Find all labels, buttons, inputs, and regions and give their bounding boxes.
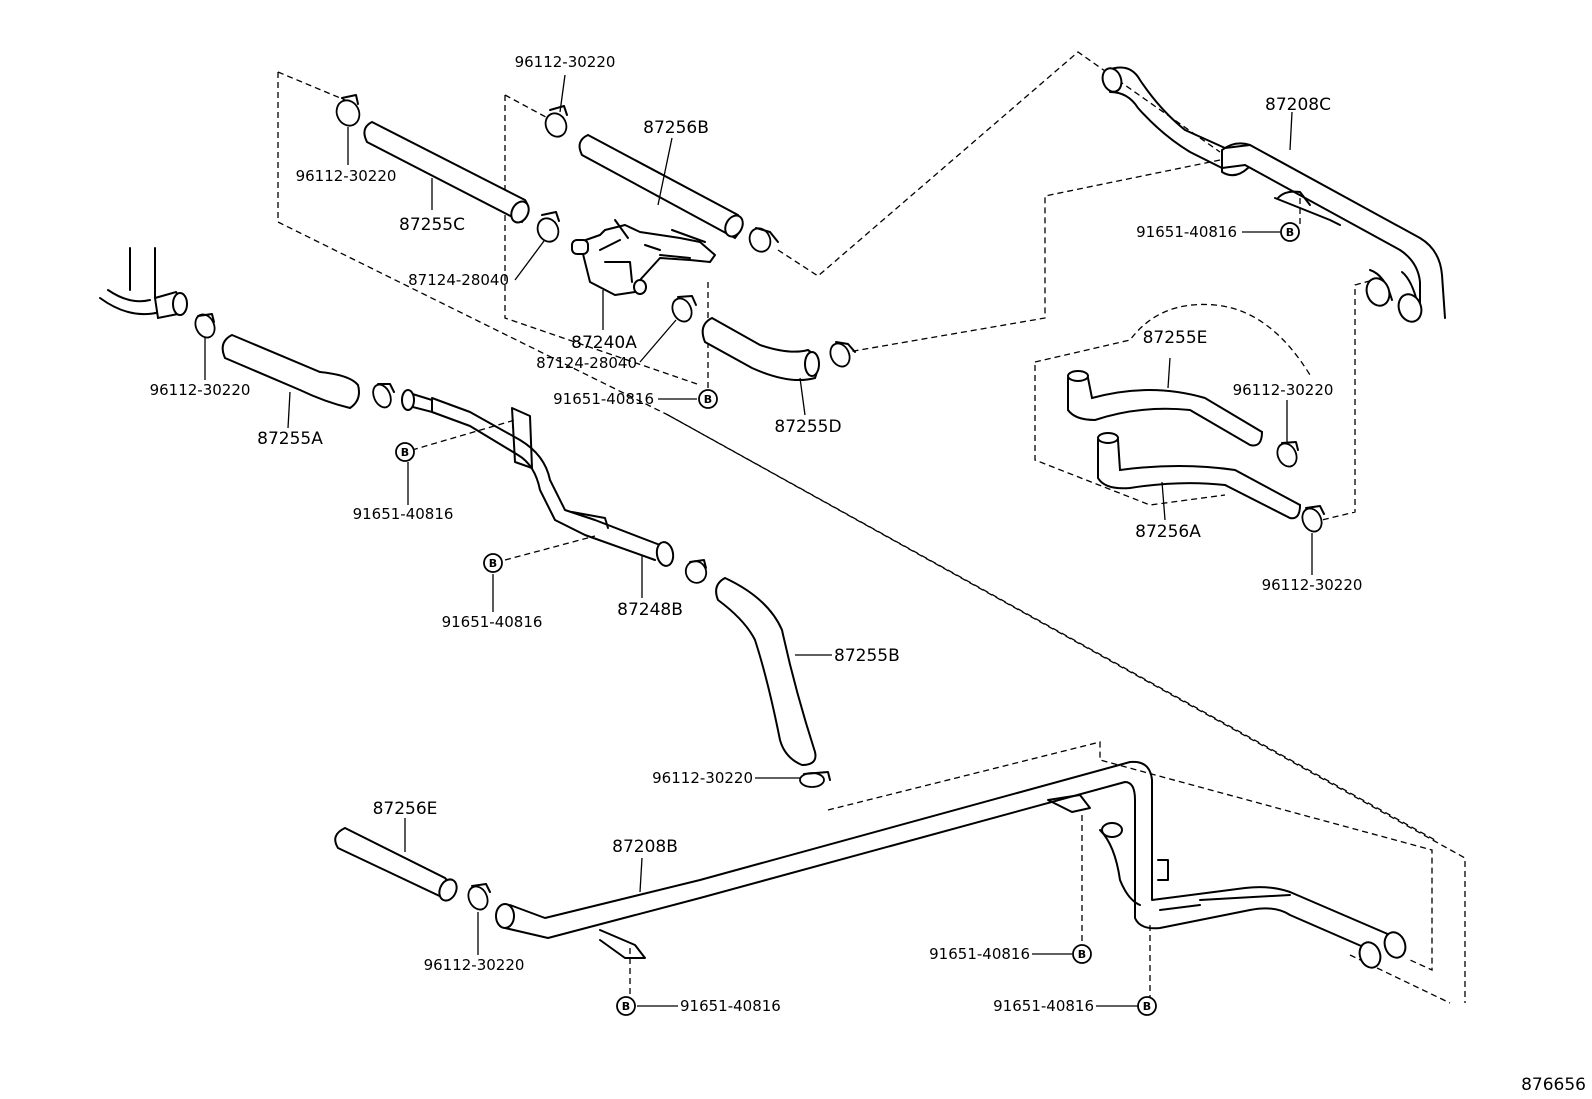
- hose-87255e: [1067, 370, 1264, 447]
- clamp-icon: [684, 559, 708, 584]
- clamp-icon: [335, 94, 361, 127]
- label-87255c: 87255C: [399, 215, 465, 235]
- label-bolt: 91651-40816: [993, 997, 1094, 1015]
- pipe-87208c: [1101, 66, 1446, 323]
- svg-text:B: B: [1078, 948, 1086, 961]
- clamp-icon: [829, 341, 856, 368]
- pipe-87208b: [495, 760, 1407, 969]
- label-87256b: 87256B: [643, 118, 709, 138]
- label-87255a: 87255A: [257, 429, 323, 449]
- label-87255b: 87255B: [834, 646, 900, 666]
- label-bolt: 91651-40816: [353, 505, 454, 523]
- hose-87256a: [1097, 432, 1302, 520]
- part-labels: 96112-30220 87256B 87208C 96112-30220 87…: [150, 53, 1586, 1095]
- pipe-87248b: [401, 389, 675, 567]
- bolt-badge-icon: B: [395, 442, 415, 462]
- figure-id: 876656: [1521, 1075, 1586, 1095]
- label-grommet: 87124-28040: [536, 354, 637, 372]
- clamp-icon: [536, 211, 560, 243]
- label-clamp: 96112-30220: [515, 53, 616, 71]
- hose-clamps: [194, 94, 1325, 911]
- label-clamp: 96112-30220: [296, 167, 397, 185]
- svg-text:B: B: [489, 557, 497, 570]
- valve-87240a: [571, 219, 716, 296]
- clamp-icon: [372, 383, 395, 409]
- hose-87256b: [578, 133, 744, 240]
- label-clamp: 96112-30220: [1233, 381, 1334, 399]
- clamp-icon: [799, 771, 831, 788]
- bolt-badge-icon: B: [1280, 222, 1300, 242]
- label-bolt: 91651-40816: [929, 945, 1030, 963]
- label-87248b: 87248B: [617, 600, 683, 620]
- bolt-badge-icon: B: [1137, 996, 1157, 1016]
- label-87256e: 87256E: [373, 799, 438, 819]
- label-clamp: 96112-30220: [150, 381, 251, 399]
- label-87255e: 87255E: [1143, 328, 1208, 348]
- svg-text:B: B: [704, 393, 712, 406]
- label-87256a: 87256A: [1135, 522, 1201, 542]
- svg-text:B: B: [401, 446, 409, 459]
- bolt-badge-icon: B: [483, 553, 503, 573]
- clamp-icon: [748, 227, 779, 253]
- label-87208b: 87208B: [612, 837, 678, 857]
- bolt-badge-icon: B: [1072, 944, 1092, 964]
- label-bolt: 91651-40816: [442, 613, 543, 631]
- assembly-outlines: [277, 51, 1466, 1004]
- label-clamp: 96112-30220: [1262, 576, 1363, 594]
- clamp-icon: [671, 295, 697, 323]
- bolt-badge-icon: B: [698, 389, 718, 409]
- hose-87255b: [715, 576, 817, 767]
- hose-87255d: [701, 316, 820, 381]
- clamp-icon: [194, 313, 216, 339]
- hose-87255c: [363, 120, 530, 224]
- label-clamp: 96112-30220: [652, 769, 753, 787]
- clamp-icon: [544, 105, 568, 138]
- clamp-icon: [1301, 505, 1325, 533]
- label-87208c: 87208C: [1265, 95, 1331, 115]
- leader-lines: [204, 74, 1313, 1007]
- svg-text:B: B: [1143, 1000, 1151, 1013]
- bolt-badges: B B B B B B B: [395, 222, 1300, 1016]
- label-87240a: 87240A: [571, 333, 637, 353]
- svg-text:B: B: [622, 1000, 630, 1013]
- label-bolt: 91651-40816: [553, 390, 654, 408]
- hose-87255a: [221, 333, 360, 410]
- hose-stub-left: [99, 247, 188, 320]
- label-clamp: 96112-30220: [424, 956, 525, 974]
- label-bolt: 91651-40816: [1136, 223, 1237, 241]
- svg-text:B: B: [1286, 226, 1294, 239]
- clamp-icon: [1276, 441, 1299, 468]
- clamp-icon: [467, 883, 491, 911]
- hose-87256e: [334, 826, 458, 902]
- label-87255d: 87255D: [774, 417, 841, 437]
- label-bolt: 91651-40816: [680, 997, 781, 1015]
- label-grommet: 87124-28040: [408, 271, 509, 289]
- bolt-badge-icon: B: [616, 996, 636, 1016]
